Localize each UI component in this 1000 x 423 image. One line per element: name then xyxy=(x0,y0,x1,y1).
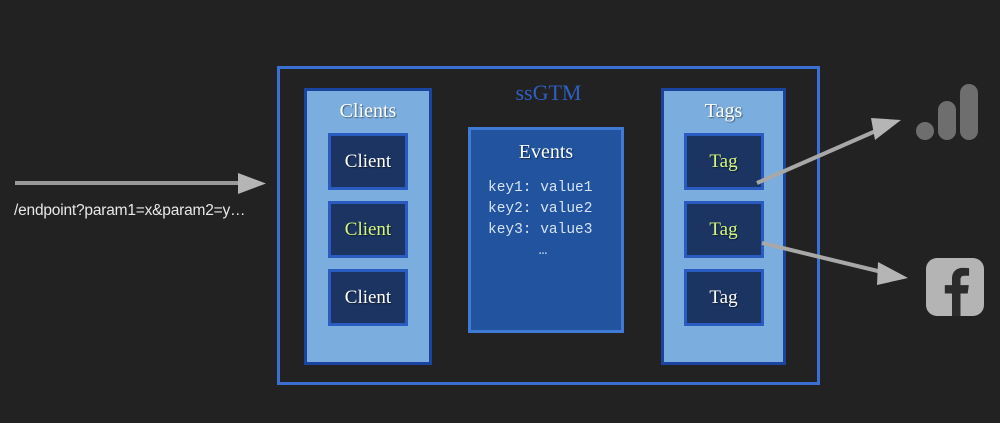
client-item-active[interactable]: Client xyxy=(328,201,408,258)
tags-panel: Tags Tag Tag Tag xyxy=(661,88,786,365)
ssgtm-title: ssGTM xyxy=(515,80,582,105)
event-line: key3: value3 xyxy=(488,222,593,238)
tags-panel-title: Tags xyxy=(704,100,743,122)
events-title: Events xyxy=(518,141,574,163)
tag-item[interactable]: Tag xyxy=(683,269,764,326)
client-item[interactable]: Client xyxy=(328,269,408,326)
google-analytics-icon xyxy=(916,84,978,140)
events-box: Events key1: value1 key2: value2 key3: v… xyxy=(468,127,624,333)
incoming-request-arrow xyxy=(15,173,266,194)
endpoint-url-label: /endpoint?param1=x&param2=y… xyxy=(14,202,246,219)
tags-list: Tag Tag Tag xyxy=(664,133,783,326)
tag-item-active[interactable]: Tag xyxy=(683,201,764,258)
tag-item-active[interactable]: Tag xyxy=(683,133,764,190)
events-key-value-list: key1: value1 key2: value2 key3: value3 … xyxy=(471,178,621,262)
facebook-icon xyxy=(926,258,984,316)
ssgtm-container xyxy=(277,66,820,385)
clients-list: Client Client Client xyxy=(307,133,429,326)
event-line: key2: value2 xyxy=(488,201,593,217)
clients-panel-title: Clients xyxy=(339,100,397,122)
event-line: key1: value1 xyxy=(488,180,593,196)
client-item[interactable]: Client xyxy=(328,133,408,190)
event-line-ellipsis: … xyxy=(538,243,549,259)
clients-panel: Clients Client Client Client xyxy=(304,88,432,365)
